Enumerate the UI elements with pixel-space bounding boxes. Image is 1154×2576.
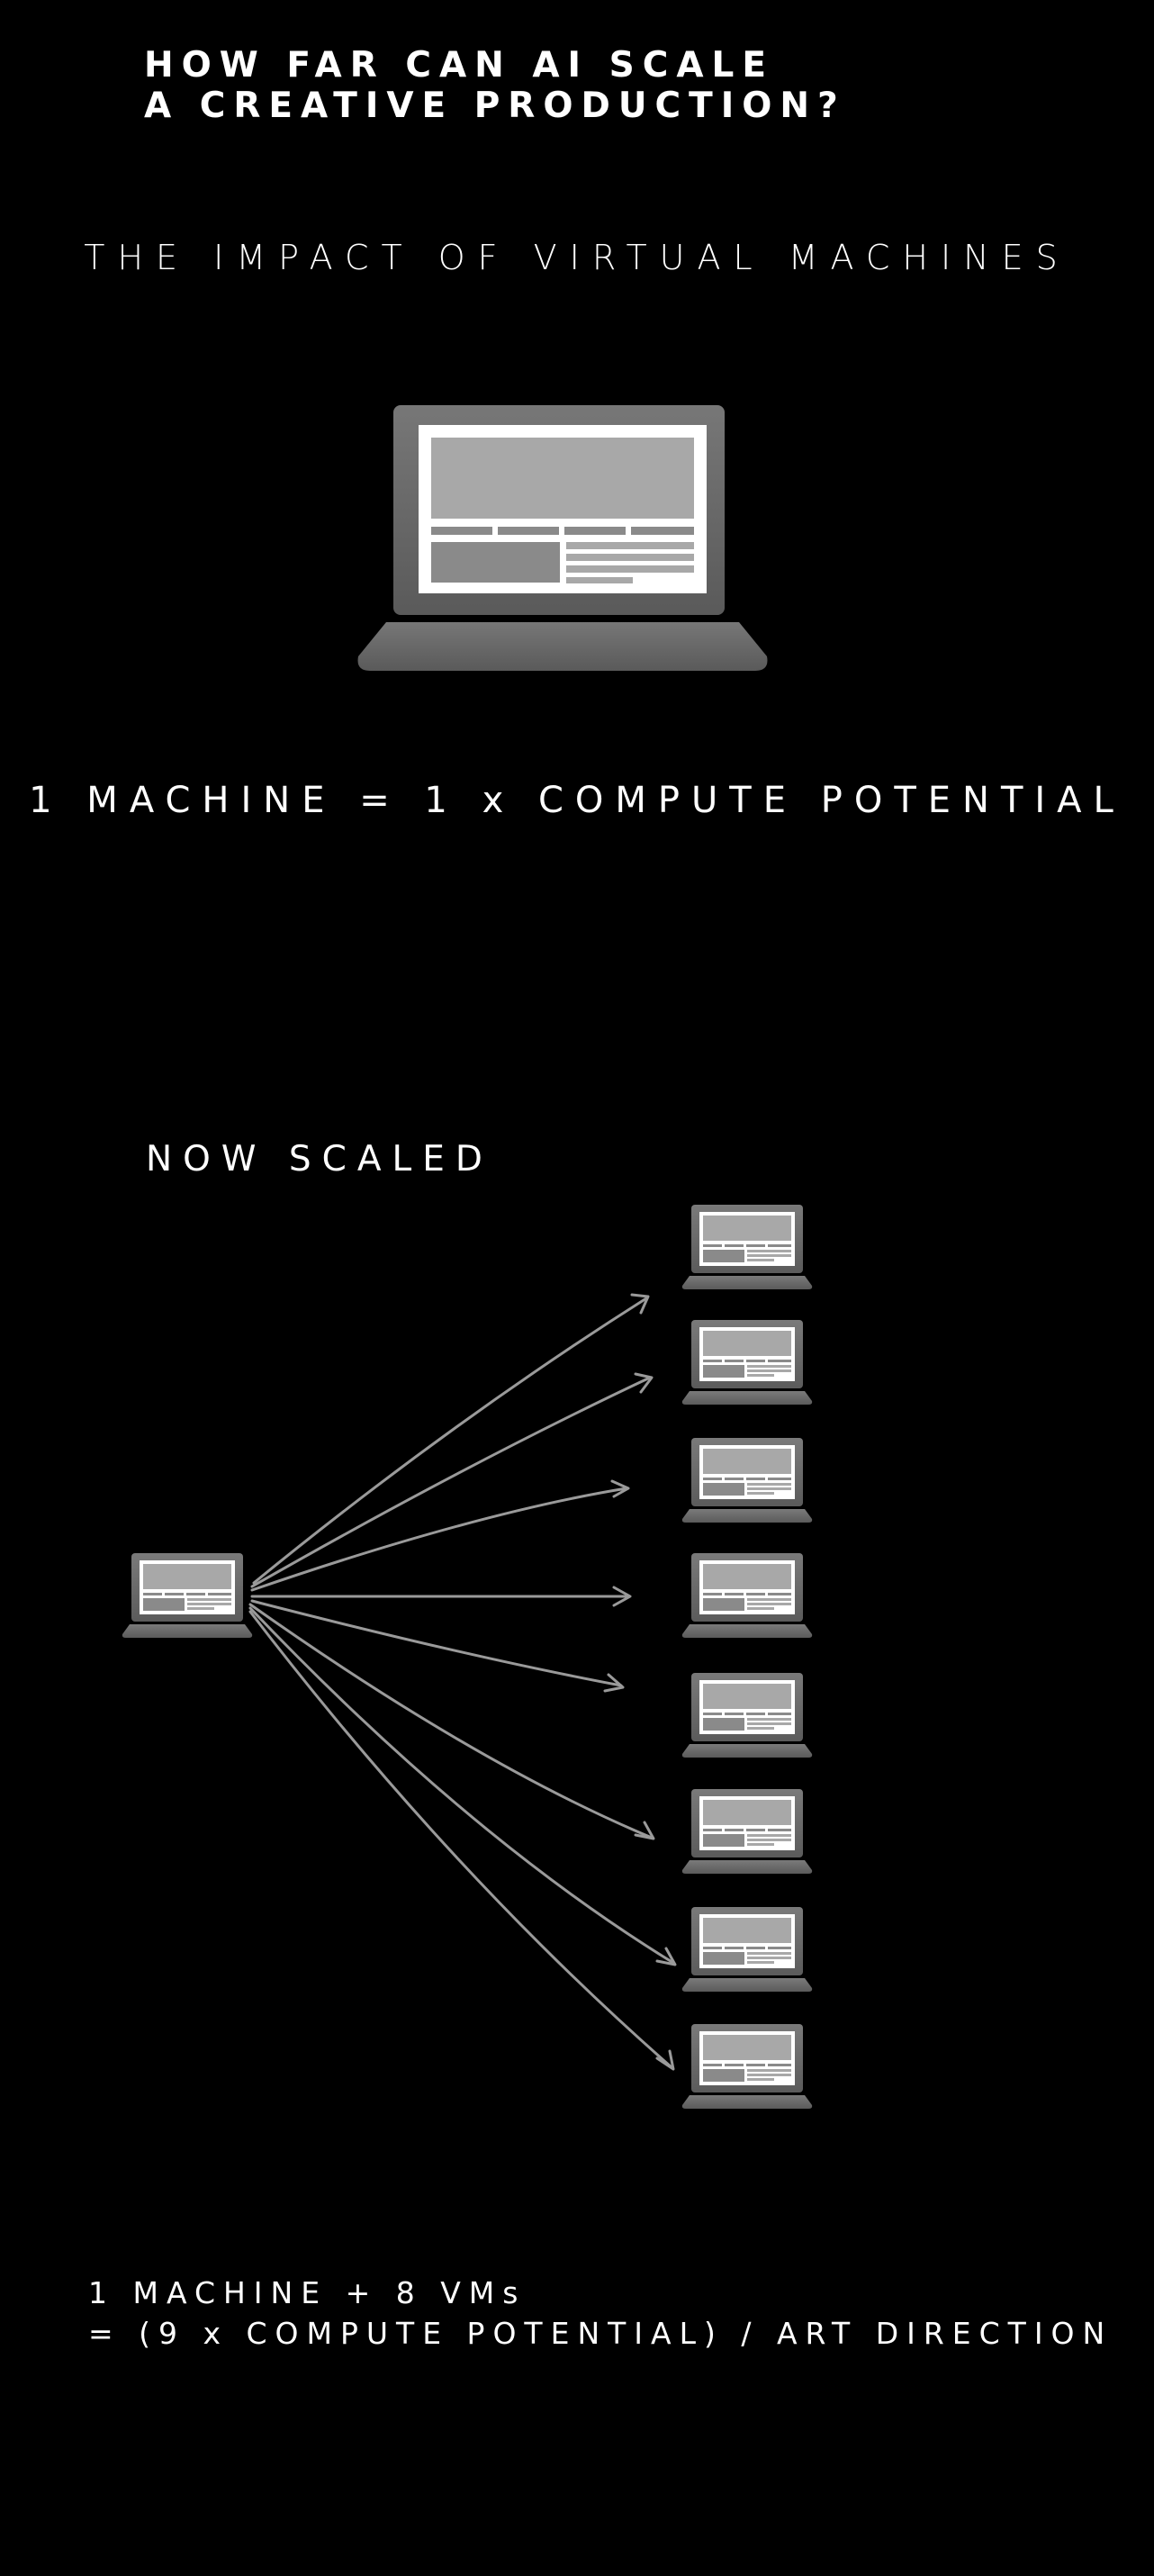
laptop-icon xyxy=(681,1553,813,1638)
arrow-icon xyxy=(634,1821,655,1840)
laptop-icon xyxy=(681,1438,813,1523)
subtitle: THE IMPACT OF VIRTUAL MACHINES xyxy=(84,238,1070,277)
laptop-icon xyxy=(681,1673,813,1758)
arrow-icon xyxy=(610,1479,630,1498)
scaled-equation: 1 MACHINE + 8 VMs = (9 x COMPUTE POTENTI… xyxy=(88,2273,1113,2354)
page-title: HOW FAR CAN AI SCALE A CREATIVE PRODUCTI… xyxy=(144,45,846,126)
arrow-icon xyxy=(634,1372,654,1394)
laptop-icon xyxy=(681,1789,813,1874)
laptop-icon xyxy=(681,2024,813,2109)
arrow-icon xyxy=(612,1586,632,1607)
arrow-icon xyxy=(248,1610,673,2069)
title-line-1: HOW FAR CAN AI SCALE xyxy=(144,45,775,86)
scaled-equation-line-2: = (9 x COMPUTE POTENTIAL) / ART DIRECTIO… xyxy=(88,2316,1113,2351)
title-line-2: A CREATIVE PRODUCTION? xyxy=(144,86,846,126)
arrow-icon xyxy=(655,1947,677,1966)
scaling-diagram xyxy=(122,1205,813,2109)
arrow-icon xyxy=(603,1673,625,1693)
arrow-icon xyxy=(252,1297,648,1585)
scaled-equation-line-1: 1 MACHINE + 8 VMs xyxy=(88,2275,527,2310)
laptop-icon xyxy=(357,405,768,671)
arrow-icon xyxy=(655,2049,675,2071)
arrow-icon xyxy=(250,1487,628,1592)
single-machine-equation: 1 MACHINE = 1 x COMPUTE POTENTIAL xyxy=(29,780,1125,821)
arrow-icon xyxy=(248,1603,654,1839)
laptop-icon xyxy=(681,1907,813,1992)
arrow-icon xyxy=(250,1599,623,1687)
scaled-heading: NOW SCALED xyxy=(146,1139,493,1180)
laptop-icon xyxy=(122,1553,253,1638)
arrow-icon xyxy=(248,1606,675,1965)
laptop-icon xyxy=(681,1205,813,1289)
arrow-icon xyxy=(250,1376,652,1588)
laptop-icon xyxy=(681,1320,813,1405)
arrow-icon xyxy=(630,1293,650,1315)
